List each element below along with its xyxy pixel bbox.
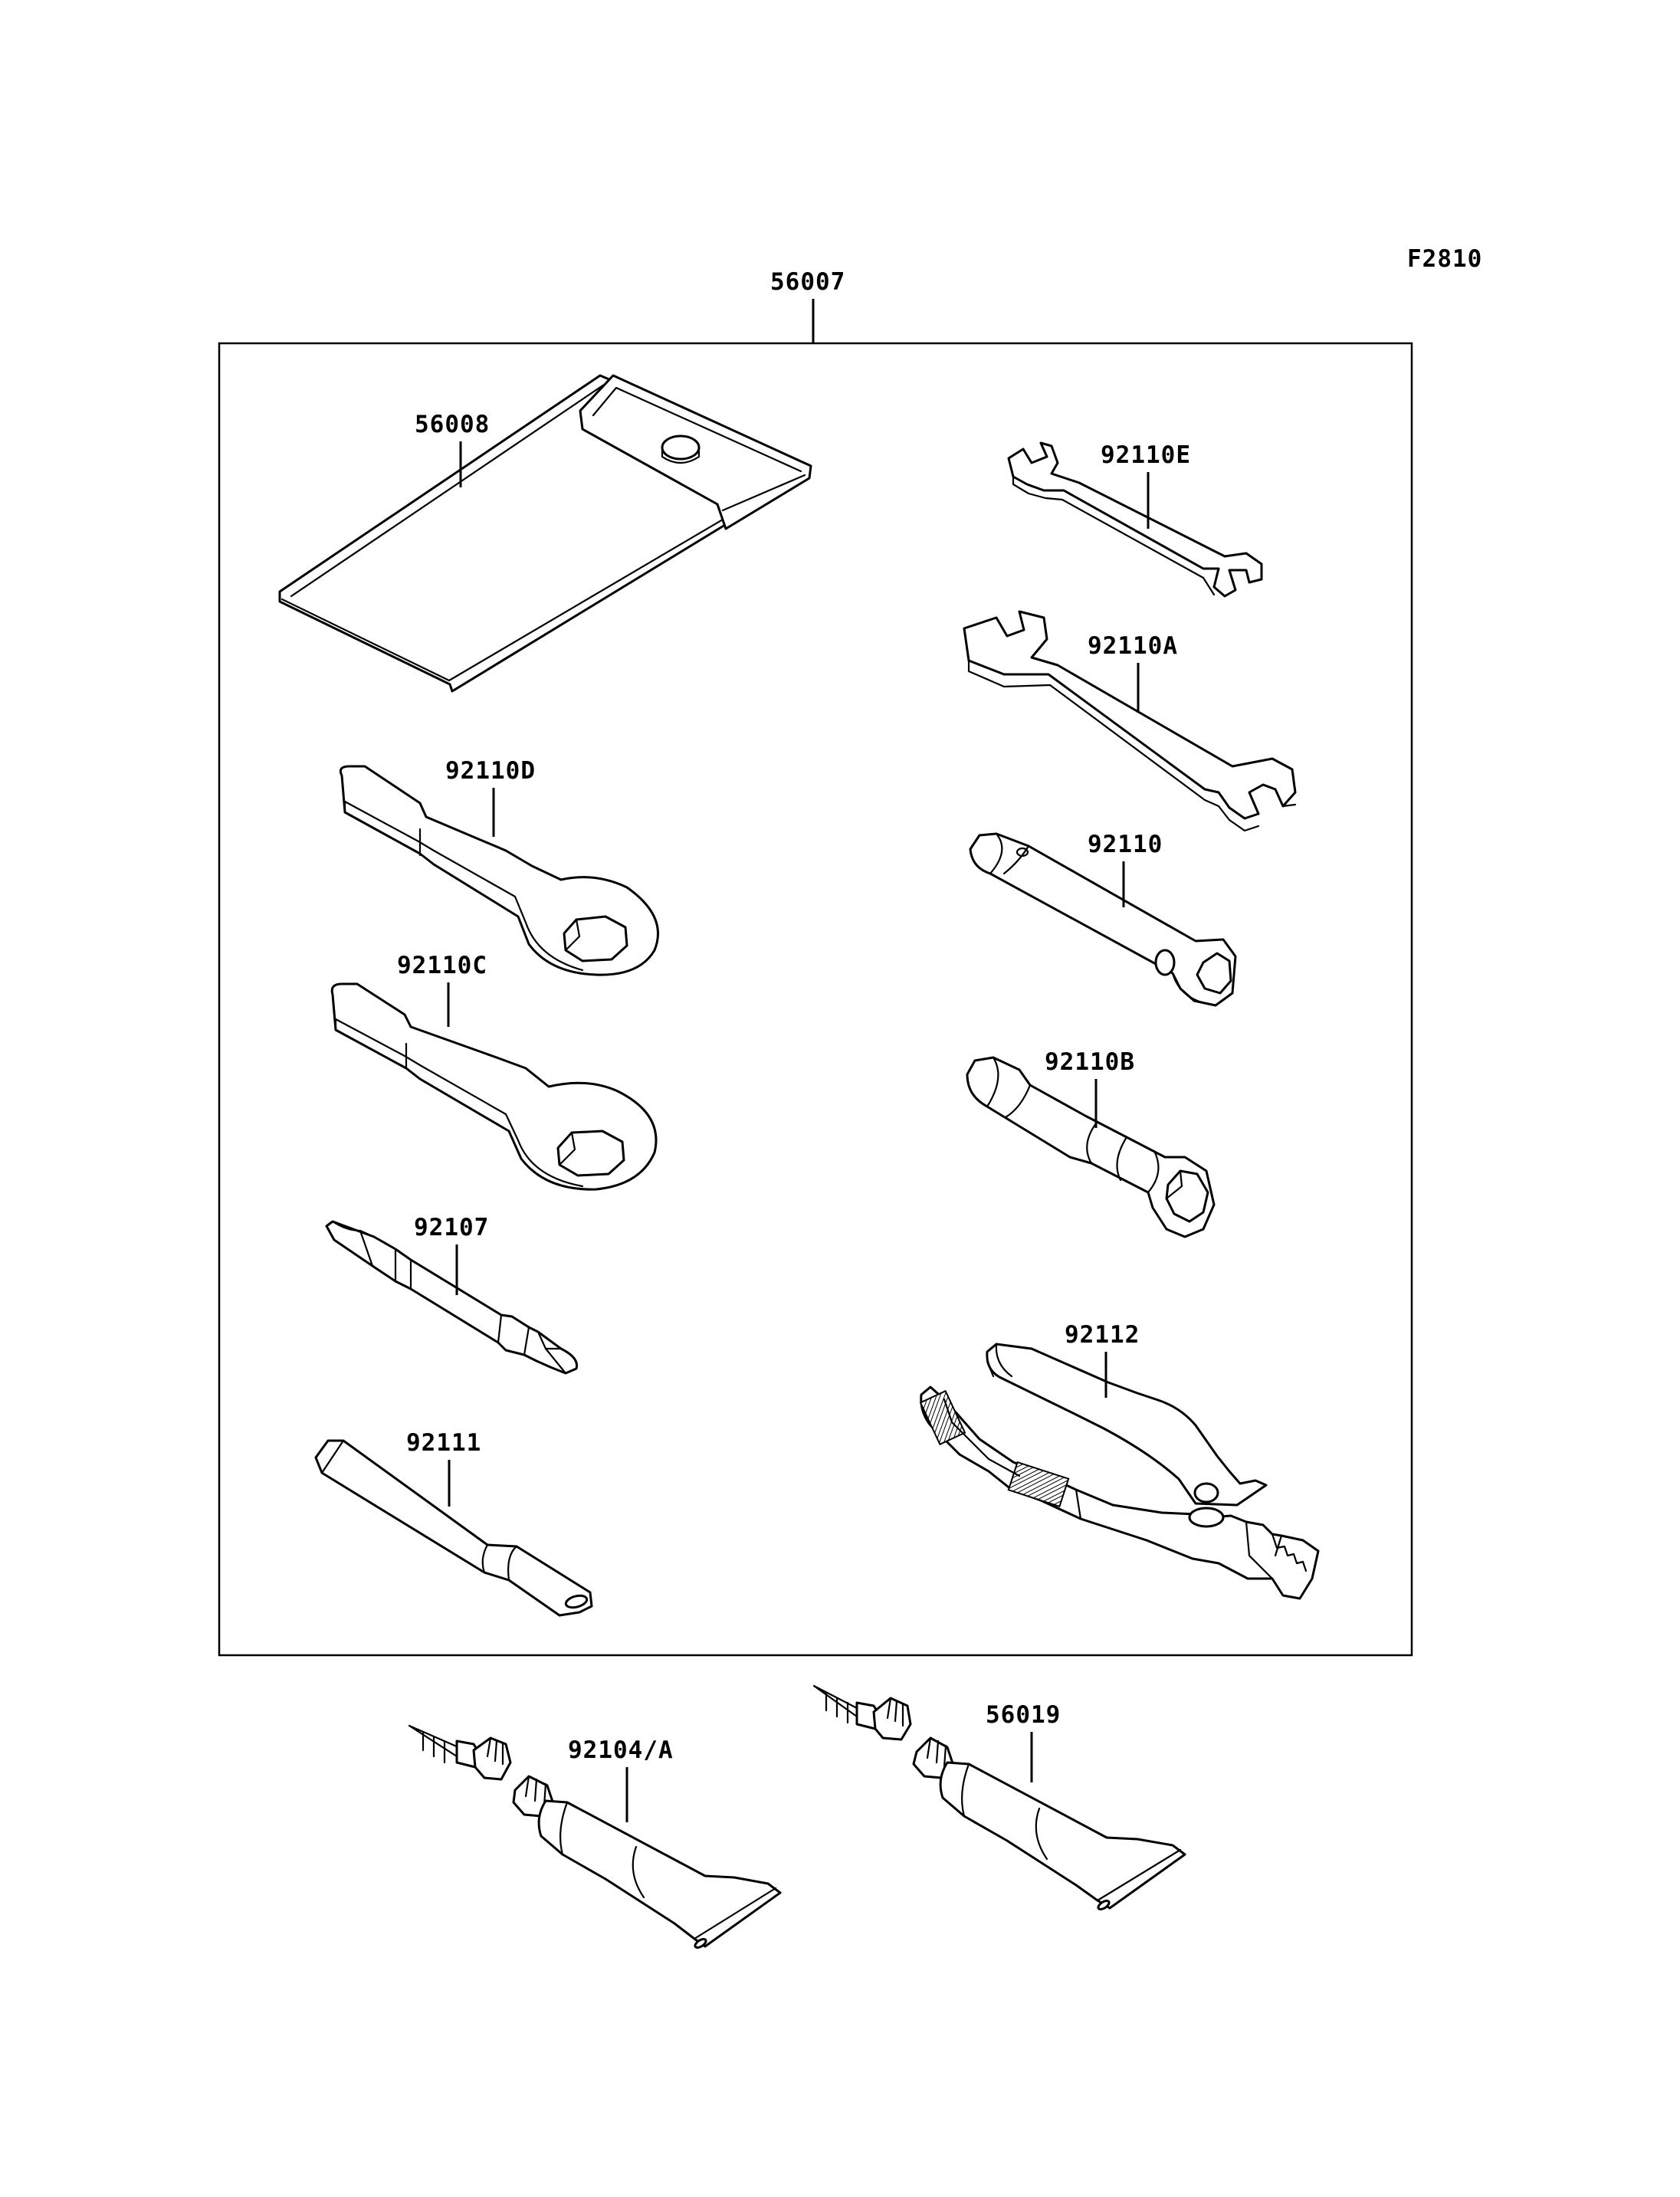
plug-socket-wrench-92110 xyxy=(969,832,1237,1007)
label-56008: 56008 xyxy=(415,411,490,438)
label-92111: 92111 xyxy=(406,1429,481,1457)
handle-bar-92111 xyxy=(314,1439,593,1617)
label-92110E: 92110E xyxy=(1101,441,1191,469)
ring-wrench-92110C xyxy=(330,982,658,1191)
tool-bag-56008 xyxy=(278,374,812,693)
label-92104A: 92104/A xyxy=(568,1736,674,1764)
label-92107: 92107 xyxy=(414,1214,489,1241)
label-92110B: 92110B xyxy=(1045,1048,1135,1076)
large-wrench-92110A xyxy=(963,610,1297,832)
ring-wrench-92110D xyxy=(339,765,659,976)
label-92110A: 92110A xyxy=(1088,632,1178,660)
pliers-92112 xyxy=(919,1343,1320,1600)
grease-tube-56019 xyxy=(812,1684,1186,1910)
label-92110C: 92110C xyxy=(397,952,487,979)
tool-kit-frame xyxy=(218,342,1413,1657)
label-56019: 56019 xyxy=(986,1701,1061,1729)
pliers-grip-upper xyxy=(919,1389,966,1446)
grease-tube-92104A xyxy=(408,1724,782,1949)
box-wrench-92110B xyxy=(966,1056,1216,1238)
figure-id: F2810 xyxy=(1407,245,1482,273)
pliers-grip-lower xyxy=(1007,1461,1070,1508)
label-92110: 92110 xyxy=(1088,831,1163,858)
label-92110D: 92110D xyxy=(445,757,536,785)
label-56007: 56007 xyxy=(770,268,845,296)
small-wrench-92110E xyxy=(1007,441,1263,598)
screwdriver-92107 xyxy=(325,1220,579,1375)
label-92112: 92112 xyxy=(1065,1321,1140,1349)
